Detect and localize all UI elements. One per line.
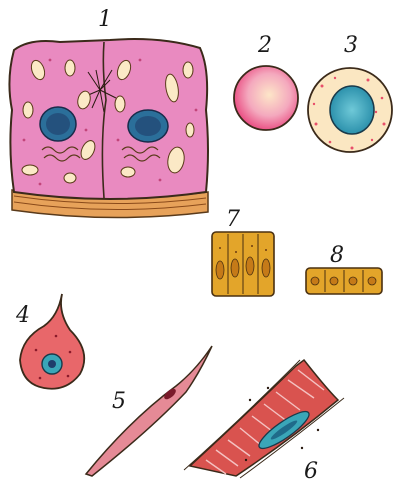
figure-1-epithelial-cells <box>9 39 208 218</box>
figure-6-striated-muscle <box>184 360 344 478</box>
label-6: 6 <box>304 459 318 484</box>
figure-8-cuboidal-epithelium <box>306 268 382 294</box>
label-2: 2 <box>257 33 272 58</box>
figure-2-egg-cell <box>234 66 298 130</box>
label-4: 4 <box>15 303 30 328</box>
label-1: 1 <box>98 7 112 32</box>
label-8: 8 <box>330 243 344 268</box>
label-5: 5 <box>112 389 126 414</box>
figure-7-columnar-epithelium <box>212 232 274 296</box>
figure-3-cell <box>308 68 392 152</box>
label-3: 3 <box>344 33 358 58</box>
label-7: 7 <box>226 207 240 232</box>
figure-5-smooth-muscle-cell <box>86 346 212 476</box>
